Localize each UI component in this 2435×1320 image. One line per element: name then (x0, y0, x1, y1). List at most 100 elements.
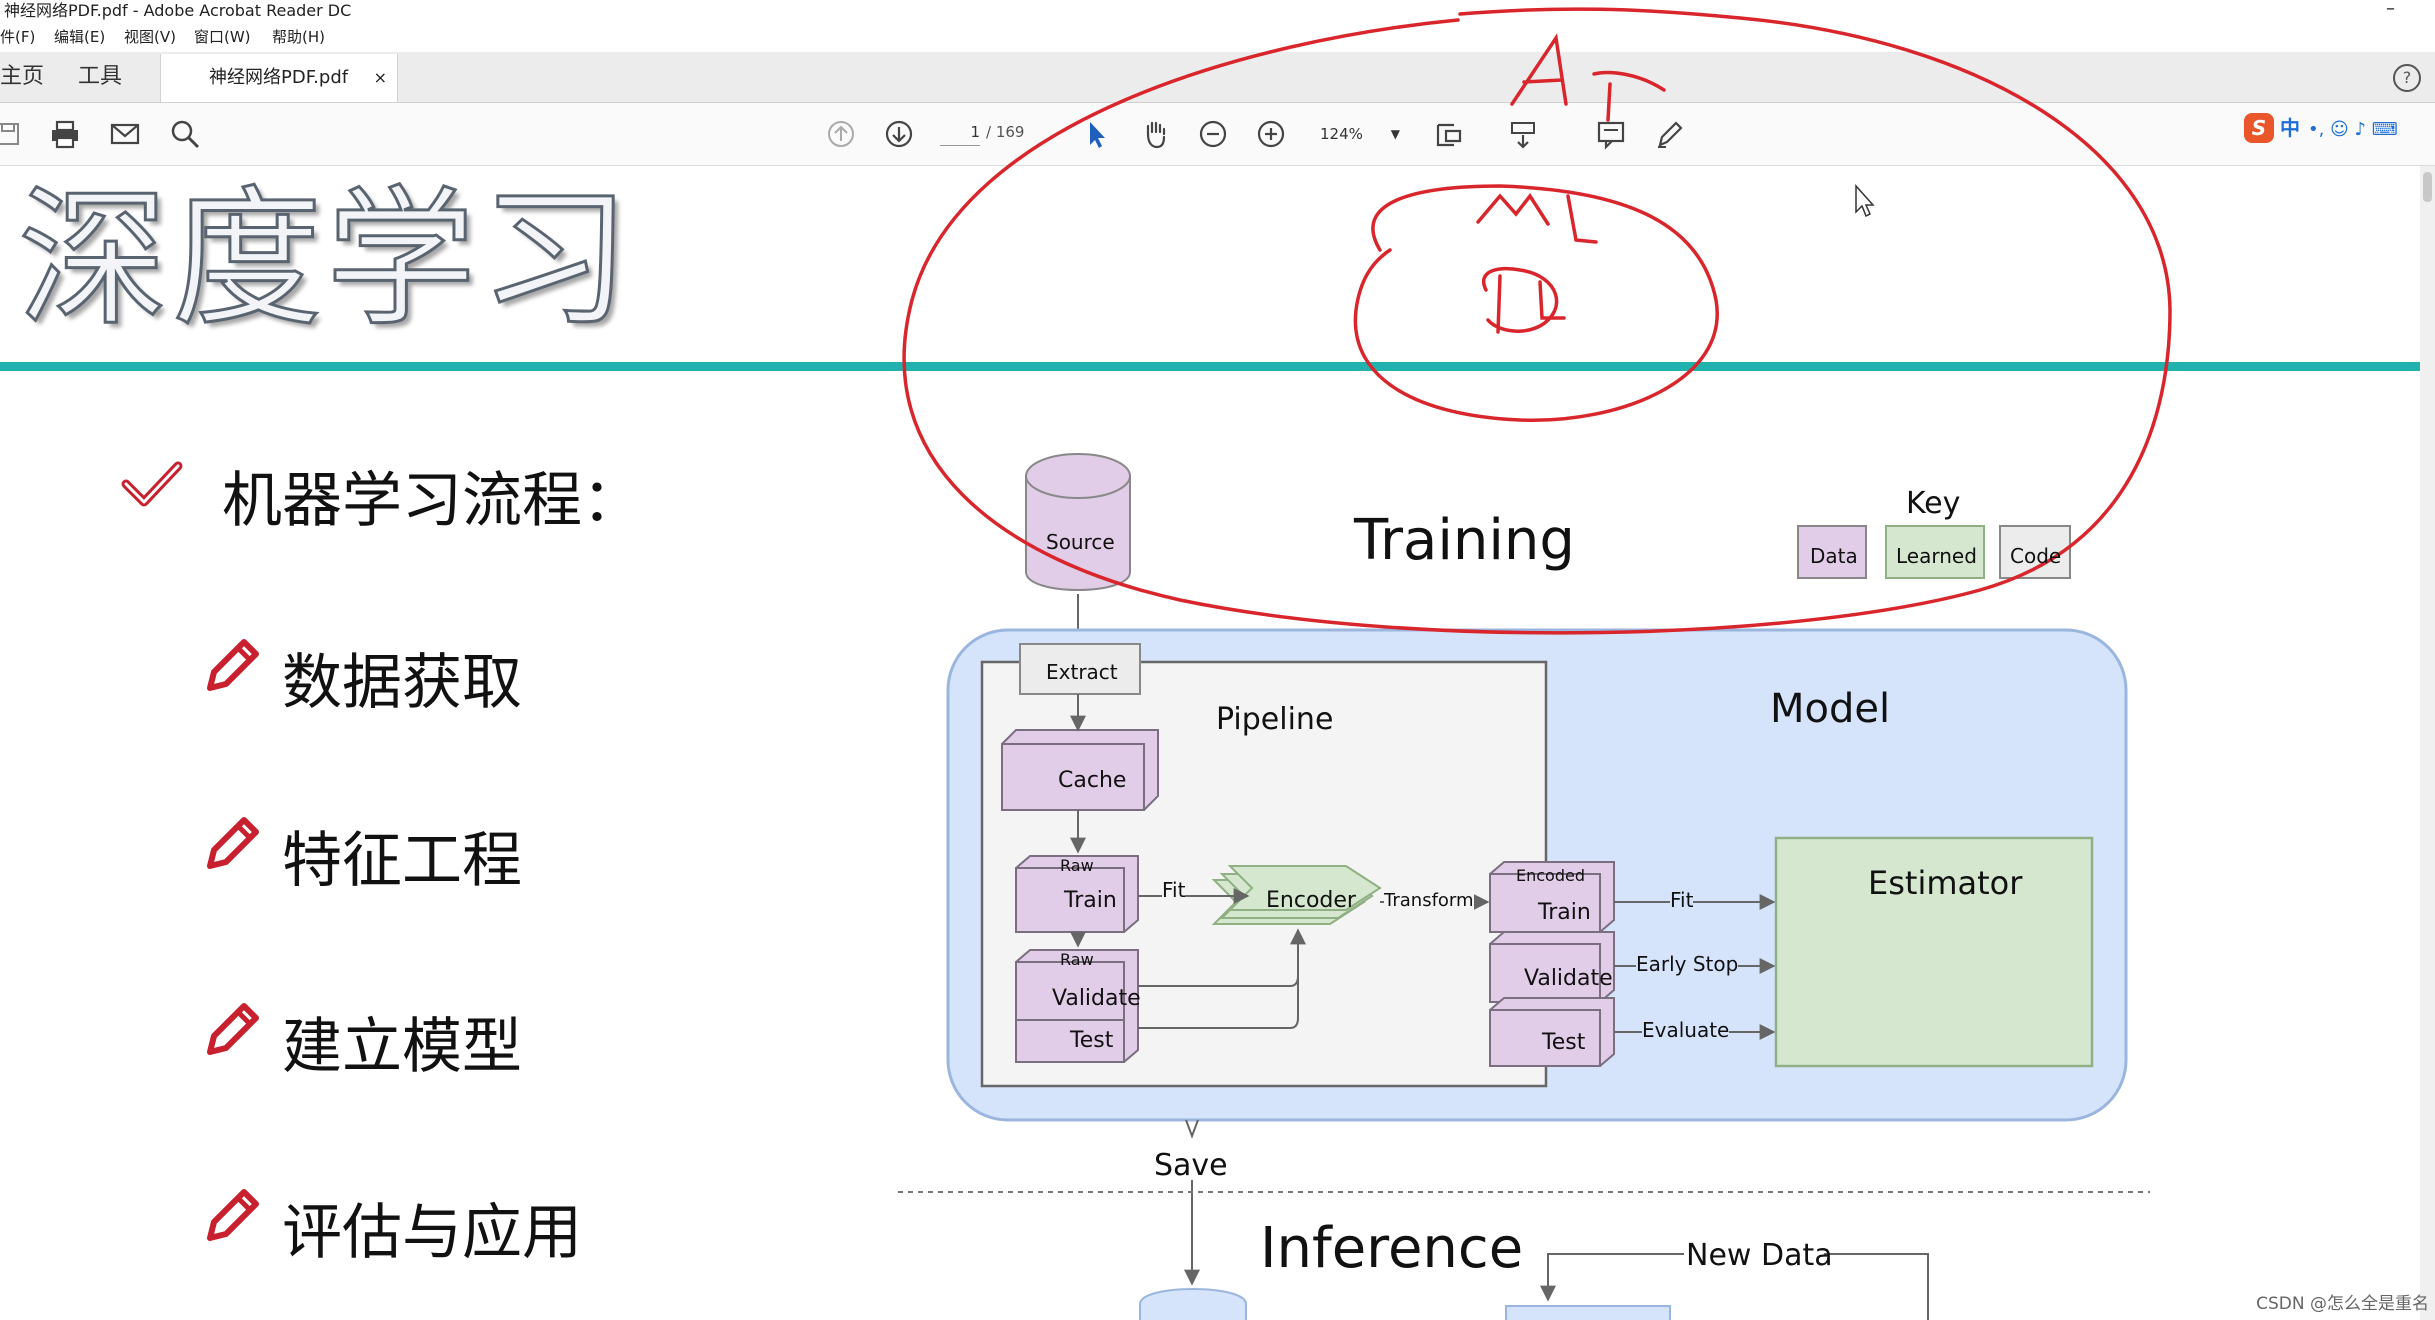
estimator-label: Estimator (1868, 864, 2023, 902)
validate-label: Validate (1524, 966, 1613, 991)
pencil-icon (207, 639, 259, 691)
test-label: Test (1070, 1028, 1114, 1053)
fit-page-icon[interactable] (1432, 117, 1466, 151)
new-data-label: New Data (1686, 1238, 1833, 1273)
cache-box (1001, 743, 1145, 811)
search-icon[interactable] (168, 117, 202, 151)
help-icon[interactable]: ? (2393, 64, 2421, 92)
key-learned-box (1885, 525, 1985, 579)
menu-help[interactable]: 帮助(H) (272, 28, 325, 46)
select-arrow-icon[interactable] (1080, 117, 1114, 151)
menu-file[interactable]: 件(F) (0, 28, 36, 46)
window-title: 神经网络PDF.pdf - Adobe Acrobat Reader DC (4, 1, 352, 20)
pencil-icon (207, 1003, 259, 1055)
tab-document-label: 神经网络PDF.pdf (209, 67, 349, 88)
pencil-icon (207, 1189, 259, 1241)
next-page-icon[interactable] (882, 117, 916, 151)
extract-box (1019, 643, 1141, 695)
source-cylinder (1025, 453, 1131, 591)
encoded-train-box (1489, 873, 1601, 933)
zoom-select[interactable]: 124% ▼ (1320, 121, 1400, 147)
raw-train-box (1015, 867, 1125, 933)
checkmark-icon (121, 461, 183, 507)
zoom-out-icon[interactable] (1196, 117, 1230, 151)
extract-label: Extract (1046, 660, 1118, 684)
key-title: Key (1906, 486, 1961, 521)
print-icon[interactable] (48, 117, 82, 151)
step-evaluate-apply: 评估与应用 (282, 1198, 582, 1268)
save-label: Save (1154, 1148, 1228, 1183)
step-feature-engineering: 特征工程 (282, 826, 522, 896)
raw-validate-test-box (1015, 961, 1125, 1063)
scroll-mode-icon[interactable] (1506, 117, 1540, 151)
encoded-validate-box (1489, 943, 1601, 1003)
tab-tools[interactable]: 工具 (78, 64, 123, 89)
menu-edit[interactable]: 编辑(E) (54, 28, 106, 46)
fit-label: Fit (1670, 888, 1694, 912)
estimator-box (1774, 836, 2094, 1068)
ime-logo: S (2244, 113, 2274, 143)
hand-icon[interactable] (1138, 117, 1172, 151)
menu-window[interactable]: 窗口(W) (194, 28, 251, 46)
fit-label: Fit (1162, 878, 1186, 902)
title-bar: 神经网络PDF.pdf - Adobe Acrobat Reader DC – (0, 0, 2435, 22)
menu-bar: 件(F) 编辑(E) 视图(V) 窗口(W) 帮助(H) (0, 24, 2435, 50)
process-heading: 机器学习流程： (222, 466, 642, 536)
key-learned-label: Learned (1896, 544, 1977, 568)
vertical-scrollbar[interactable] (2420, 166, 2435, 1320)
chevron-down-icon: ▼ (1390, 127, 1400, 141)
key-code-label: Code (2010, 544, 2062, 568)
cache-label: Cache (1058, 768, 1127, 793)
handwritten-annotations (902, 7, 2172, 635)
pen-icon[interactable] (1652, 117, 1686, 151)
tab-bar: 主页 工具 神经网络PDF.pdf × ? (0, 52, 2435, 103)
tab-document[interactable]: 神经网络PDF.pdf × (160, 54, 398, 102)
train-label: Train (1538, 900, 1591, 925)
transform-label: Transform (1384, 890, 1474, 911)
close-icon[interactable]: × (373, 68, 387, 87)
key-data-box (1797, 525, 1867, 579)
title-divider (0, 362, 2420, 371)
pipeline-label: Pipeline (1216, 702, 1334, 737)
menu-view[interactable]: 视图(V) (124, 28, 176, 46)
early-stop-label: Early Stop (1636, 952, 1739, 976)
ime-mode[interactable]: 中 (2280, 116, 2300, 140)
evaluate-label: Evaluate (1642, 1018, 1730, 1042)
encoder-shape (1227, 865, 1382, 911)
page-count: / 169 (986, 123, 1025, 141)
csdn-watermark: CSDN @怎么全是重名 (2256, 1294, 2429, 1314)
encoder-label: Encoder (1266, 888, 1356, 913)
raw-label: Raw (1060, 856, 1094, 875)
tab-home[interactable]: 主页 (0, 64, 45, 89)
inference-source-cylinder (1139, 1288, 1247, 1320)
slide-title: 深度学习 (16, 173, 635, 347)
comment-icon[interactable] (1594, 117, 1628, 151)
ime-glyphs[interactable]: •, ☺ ♪ ⌨ (2308, 119, 2398, 140)
minimize-button[interactable]: – (2386, 0, 2395, 19)
step-data-acquisition: 数据获取 (282, 648, 522, 718)
model-label: Model (1770, 686, 1891, 732)
encoded-test-box (1489, 1009, 1601, 1067)
training-label: Training (1354, 508, 1575, 573)
inference-label: Inference (1260, 1216, 1524, 1281)
train-label: Train (1064, 888, 1117, 913)
mouse-cursor-icon (1855, 184, 1875, 218)
validate-label: Validate (1052, 986, 1141, 1011)
zoom-value: 124% (1320, 125, 1363, 143)
step-build-model: 建立模型 (282, 1012, 522, 1082)
test-label: Test (1542, 1030, 1586, 1055)
save-icon[interactable] (0, 117, 26, 151)
raw-label: Raw (1060, 950, 1094, 969)
page-number-input[interactable]: 1 (940, 123, 980, 146)
key-data-label: Data (1810, 544, 1858, 568)
encoded-label: Encoded (1516, 866, 1585, 885)
pencil-icon (207, 817, 259, 869)
prev-page-icon[interactable] (824, 117, 858, 151)
mail-icon[interactable] (108, 117, 142, 151)
scrollbar-thumb[interactable] (2423, 172, 2432, 202)
zoom-in-icon[interactable] (1254, 117, 1288, 151)
inference-box (1505, 1305, 1671, 1320)
